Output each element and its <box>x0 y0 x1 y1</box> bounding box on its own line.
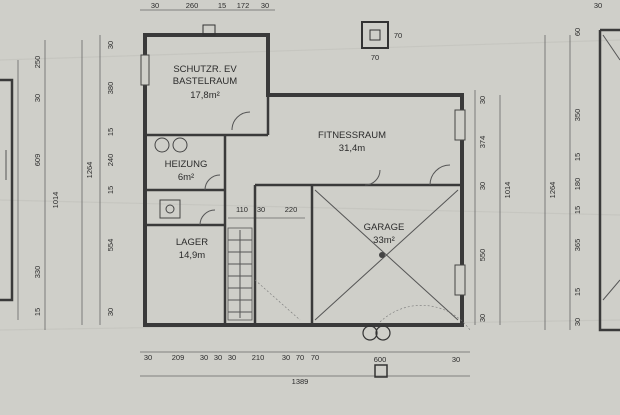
left-inner-dimensions: 30 380 15 240 15 554 30 <box>106 41 115 316</box>
dim-right-total: 1014 <box>503 182 512 199</box>
dim-far-right-4: 15 <box>573 206 582 214</box>
dim-bottom-3: 30 <box>214 353 222 362</box>
heating-equipment <box>154 137 188 219</box>
middle-dimensions: 110 30 220 <box>236 205 297 214</box>
dim-top-2: 15 <box>218 1 226 10</box>
dim-garage-right: 30 <box>452 355 460 364</box>
chimney-symbol <box>202 21 389 49</box>
left-partial-drawing <box>0 78 14 302</box>
dim-bottom-5: 210 <box>252 353 265 362</box>
room-labels: SCHUTZR. EV BASTELRAUM 17,8m² HEIZUNG 6m… <box>165 64 405 261</box>
dim-bottom-2: 30 <box>200 353 208 362</box>
dim-far-right-0: 60 <box>573 28 582 36</box>
dim-far-right-mark-0: 30 <box>594 1 602 10</box>
room-garage-area: 33m² <box>373 235 395 246</box>
room-heizung-name: HEIZUNG <box>165 159 208 170</box>
bottom-dimensions: 30 209 30 30 30 210 30 70 70 600 30 1389 <box>144 353 460 386</box>
windows <box>140 54 466 296</box>
dim-mid-0: 110 <box>236 205 248 214</box>
garage-floor-slope <box>314 189 459 321</box>
dim-left-outer-2: 1014 <box>51 192 60 209</box>
far-right-dimensions: 60 350 15 180 15 365 15 1264 30 30 <box>548 1 602 326</box>
dim-far-right-1: 350 <box>573 109 582 122</box>
dim-left-outer-0: 250 <box>33 56 42 69</box>
right-dimensions: 30 374 30 550 30 1014 <box>478 96 512 322</box>
dim-left-outer-1: 609 <box>33 154 42 167</box>
room-fitness-name: FITNESSRAUM <box>318 130 386 141</box>
dim-far-right-3: 180 <box>573 178 582 191</box>
interior-walls <box>145 95 462 325</box>
dim-bottom-7: 70 <box>296 353 304 362</box>
dim-left-inner-3: 240 <box>106 154 115 167</box>
dim-left-inner-5: 554 <box>106 239 115 252</box>
staircase <box>227 227 253 321</box>
dim-top-1: 260 <box>186 1 199 10</box>
dim-garage-width: 600 <box>374 355 387 364</box>
dim-far-right-2: 15 <box>573 153 582 161</box>
room-lager-area: 14,9m <box>179 250 205 261</box>
dim-bottom-1: 209 <box>172 353 185 362</box>
room-schutz-area: 17,8m² <box>190 90 220 101</box>
dim-left-inner-2: 15 <box>106 128 115 136</box>
dim-mid-1: 30 <box>257 205 265 214</box>
dim-top-3: 172 <box>237 1 250 10</box>
dim-chimney-0: 70 <box>394 31 402 40</box>
room-schutz-line1: SCHUTZR. EV <box>173 64 237 75</box>
left-outer-dimensions: 250 609 1014 330 15 30 1264 <box>33 56 94 316</box>
outer-walls <box>143 33 464 327</box>
right-partial-drawing <box>598 28 620 332</box>
room-garage-name: GARAGE <box>364 222 405 233</box>
dim-right-inner-1: 374 <box>478 136 487 149</box>
dim-left-extra: 30 <box>33 94 42 102</box>
dim-far-right-total: 1264 <box>548 182 557 199</box>
dim-left-outer-3: 330 <box>33 266 42 279</box>
dim-left-inner-0: 30 <box>106 41 115 49</box>
door-swings <box>199 111 471 331</box>
dim-bottom-total: 1389 <box>292 377 309 386</box>
dim-left-inner-6: 30 <box>106 308 115 316</box>
dim-left-outer-4: 15 <box>33 308 42 316</box>
dim-far-right-mark-1: 30 <box>573 318 582 326</box>
dim-left-total: 1264 <box>85 162 94 179</box>
dim-left-inner-4: 15 <box>106 186 115 194</box>
room-lager-name: LAGER <box>176 237 208 248</box>
room-schutz-line2: BASTELRAUM <box>173 76 237 87</box>
dim-bottom-8: 70 <box>311 353 319 362</box>
dim-far-right-6: 15 <box>573 288 582 296</box>
dim-top-0: 30 <box>151 1 159 10</box>
dim-right-inner-3: 550 <box>478 249 487 262</box>
dim-top-4: 30 <box>261 1 269 10</box>
room-fitness-area: 31,4m <box>339 143 365 154</box>
entry-elements <box>362 325 391 378</box>
floor-drain-icon <box>379 252 385 258</box>
dim-right-inner-0: 30 <box>478 96 487 104</box>
room-heizung-area: 6m² <box>178 172 194 183</box>
dim-bottom-0: 30 <box>144 353 152 362</box>
dim-right-inner-4: 30 <box>478 314 487 322</box>
dim-mid-2: 220 <box>285 205 298 214</box>
dim-bottom-4: 30 <box>228 353 236 362</box>
dim-far-right-5: 365 <box>573 239 582 252</box>
dim-left-inner-1: 380 <box>106 82 115 95</box>
dim-right-inner-2: 30 <box>478 182 487 190</box>
top-dimensions: 30 260 15 172 30 70 70 <box>151 1 402 62</box>
dimension-lines <box>17 9 571 377</box>
dim-bottom-6: 30 <box>282 353 290 362</box>
dim-chimney-1: 70 <box>371 53 379 62</box>
